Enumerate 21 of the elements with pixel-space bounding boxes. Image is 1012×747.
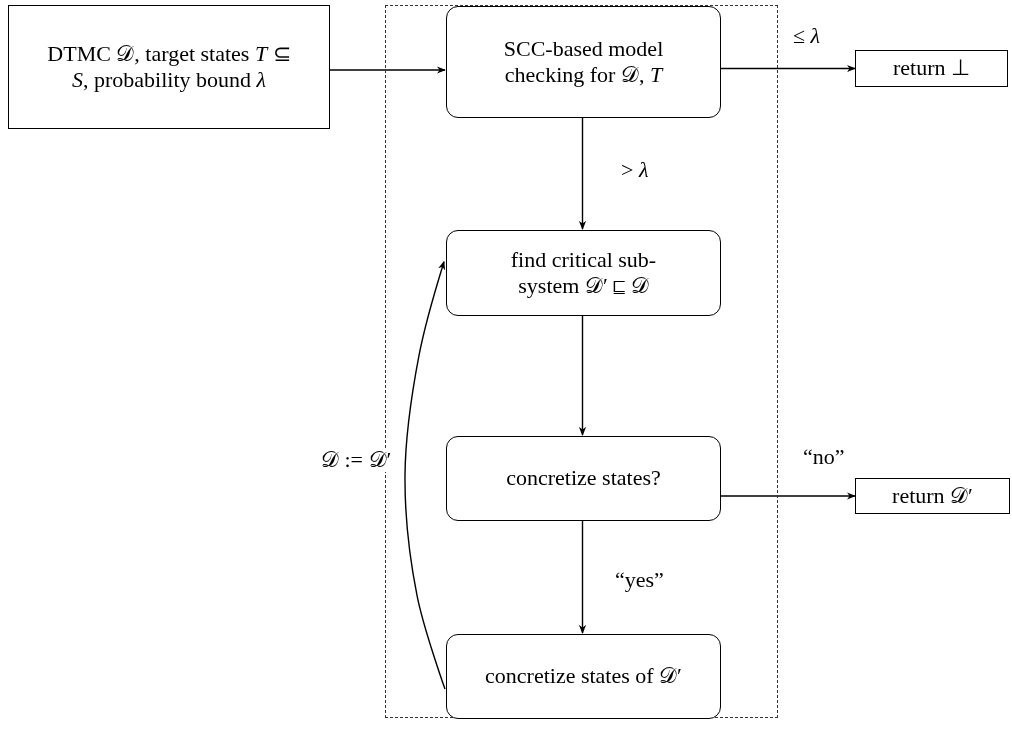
- process-box: [8, 5, 330, 129]
- node-label: return 𝒟′: [892, 482, 973, 510]
- process-box: [855, 478, 1010, 514]
- node-label: concretize states?: [506, 465, 661, 492]
- arrow: [719, 64, 856, 73]
- process-box: [446, 230, 721, 316]
- arrow: [404, 260, 446, 690]
- node-label: SCC-based model checking for 𝒟, T: [502, 35, 665, 89]
- arrow: [578, 314, 587, 436]
- process-box: [446, 634, 721, 719]
- process-box: [446, 436, 721, 521]
- node-label: concretize states of 𝒟′: [485, 663, 682, 690]
- arrow: [578, 519, 587, 634]
- node-label: DTMC 𝒟, target states T ⊆ S, probability bound λ: [46, 40, 292, 94]
- arrow: [329, 66, 446, 74]
- process-box: [855, 50, 1008, 87]
- node-label: find critical sub-system 𝒟′ ⊑ 𝒟: [509, 246, 658, 300]
- node-label: return ⊥: [893, 55, 970, 82]
- arrow: [719, 492, 856, 500]
- arrow: [578, 116, 587, 230]
- process-box: [446, 6, 721, 118]
